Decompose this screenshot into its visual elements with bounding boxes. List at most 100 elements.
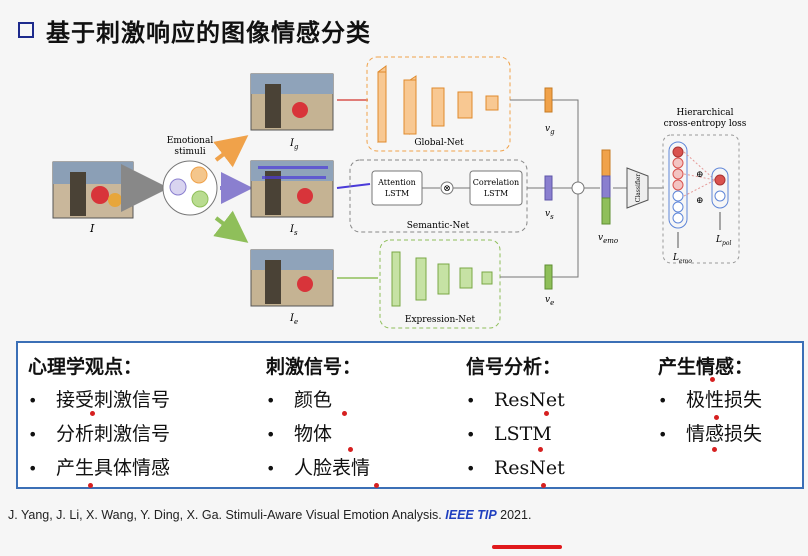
annotation-dot bbox=[90, 411, 95, 416]
list-item: •产生具体情感 bbox=[28, 451, 170, 485]
multiply-symbol: ⊗ bbox=[443, 184, 451, 194]
expression-net-layers bbox=[391, 251, 493, 307]
semantic-to-net-arrow bbox=[336, 183, 371, 189]
plus-symbol-2: ⊕ bbox=[696, 196, 704, 206]
annotation-dot bbox=[88, 483, 93, 488]
item-text: 接受刺激信号 bbox=[56, 389, 171, 411]
list-item: • 极性损失 bbox=[658, 383, 762, 417]
plus-symbol-1: ⊕ bbox=[696, 170, 704, 180]
expression-net-box bbox=[379, 239, 501, 329]
column-analysis: 信号分析： • ResNet • LSTM • ResNet bbox=[466, 351, 565, 485]
stimulus-expression-icon bbox=[191, 190, 209, 208]
annotation-dot bbox=[538, 447, 543, 452]
red-annotation-underline bbox=[492, 545, 562, 549]
bullet-icon: • bbox=[466, 459, 476, 478]
column-heading: 刺激信号： bbox=[266, 356, 362, 378]
title-text: 基于刺激响应的图像情感分类 bbox=[46, 18, 371, 47]
bullet-icon: • bbox=[28, 425, 38, 444]
column-emotion: 产生情感： • 极性损失 • 情感损失 bbox=[658, 351, 762, 451]
list-item: • 物体 bbox=[266, 417, 370, 451]
list-item: • 接受刺激信号 bbox=[28, 383, 170, 417]
semantic-image-label: Is bbox=[289, 224, 298, 237]
citation-venue: IEEE TIP bbox=[445, 508, 497, 522]
citation-authors: J. Yang, J. Li, X. Wang, Y. Ding, X. Ga.… bbox=[8, 508, 442, 522]
expression-net-label: Expression-Net bbox=[405, 315, 476, 325]
expression-branch-arrow bbox=[213, 210, 249, 243]
bullet-icon: • bbox=[266, 391, 276, 410]
item-text: LSTM bbox=[494, 423, 552, 445]
global-image bbox=[250, 73, 334, 131]
vg-label: vg bbox=[545, 124, 555, 136]
input-label: I bbox=[89, 222, 95, 235]
classifier-label: Classifier bbox=[635, 174, 642, 203]
annotation-dot bbox=[374, 483, 379, 488]
column-psychology: 心理学观点： • 接受刺激信号 • 分析刺激信号 •产生具体情感 bbox=[28, 351, 170, 485]
annotation-dot bbox=[348, 447, 353, 452]
list-item: • ResNet bbox=[466, 383, 565, 417]
correlation-lstm-box bbox=[469, 170, 523, 206]
expression-image bbox=[250, 249, 334, 307]
title-bullet-icon bbox=[18, 22, 34, 38]
item-text: 极性损失 bbox=[686, 389, 763, 411]
vemo-label: vemo bbox=[598, 233, 618, 245]
slide-title: 基于刺激响应的图像情感分类 bbox=[18, 10, 371, 50]
emotion-nodes bbox=[672, 146, 684, 224]
bullet-icon: • bbox=[28, 459, 38, 478]
bullet-icon: • bbox=[466, 391, 476, 410]
input-image bbox=[52, 161, 134, 219]
citation-year: 2021. bbox=[500, 508, 532, 522]
global-net-box bbox=[366, 56, 511, 152]
annotation-dot bbox=[544, 411, 549, 416]
bullet-icon: • bbox=[466, 425, 476, 444]
stimulus-global-icon bbox=[190, 166, 208, 184]
citation: J. Yang, J. Li, X. Wang, Y. Ding, X. Ga.… bbox=[8, 508, 531, 522]
bullet-icon: • bbox=[658, 425, 668, 444]
global-net-layers bbox=[377, 65, 499, 143]
column-heading: 信号分析： bbox=[466, 356, 562, 378]
annotation-dot bbox=[342, 411, 347, 416]
bullet-icon: • bbox=[266, 425, 276, 444]
annotation-dot bbox=[712, 447, 717, 452]
list-item: • 分析刺激信号 bbox=[28, 417, 170, 451]
list-item: • ResNet bbox=[466, 451, 565, 485]
ve-vector bbox=[544, 264, 553, 290]
semantic-net-label: Semantic-Net bbox=[407, 221, 470, 231]
column-heading: 产生情感： bbox=[658, 356, 754, 378]
polarity-positive-node bbox=[714, 174, 726, 186]
polarity-links bbox=[683, 151, 716, 197]
item-text: 人脸表情 bbox=[294, 457, 371, 479]
column-stimuli: 刺激信号： •颜色 • 物体 • 人脸表情 bbox=[266, 351, 370, 485]
polarity-negative-node bbox=[714, 190, 726, 202]
annotation-dot bbox=[710, 377, 715, 382]
item-text: 情感损失 bbox=[686, 423, 763, 445]
annotation-dot bbox=[714, 415, 719, 420]
vg-vector bbox=[544, 87, 553, 113]
emotion-nodes-column bbox=[668, 141, 688, 229]
item-text: 分析刺激信号 bbox=[56, 423, 171, 445]
list-item: • 人脸表情 bbox=[266, 451, 370, 485]
item-text: ResNet bbox=[494, 457, 565, 479]
attention-lstm-box bbox=[371, 170, 423, 206]
semantic-net-box bbox=[349, 159, 528, 233]
item-text: 物体 bbox=[294, 423, 333, 445]
bullet-icon: • bbox=[28, 391, 38, 410]
vs-label: vs bbox=[545, 209, 554, 221]
polarity-nodes-column bbox=[711, 167, 729, 209]
vs-vector bbox=[544, 175, 553, 201]
lpol-label: Lpol bbox=[715, 235, 731, 247]
list-item: • 情感损失 bbox=[658, 417, 762, 451]
vemo-vector bbox=[601, 149, 611, 225]
annotation-dot bbox=[541, 483, 546, 488]
bullet-icon: • bbox=[658, 391, 668, 410]
list-item: •颜色 bbox=[266, 383, 370, 417]
stimulus-semantic-icon bbox=[169, 178, 187, 196]
ve-label: ve bbox=[545, 295, 554, 307]
item-text: ResNet bbox=[494, 389, 565, 411]
column-heading: 心理学观点： bbox=[28, 356, 143, 378]
bullet-icon: • bbox=[266, 459, 276, 478]
global-image-label: Ig bbox=[289, 138, 299, 151]
